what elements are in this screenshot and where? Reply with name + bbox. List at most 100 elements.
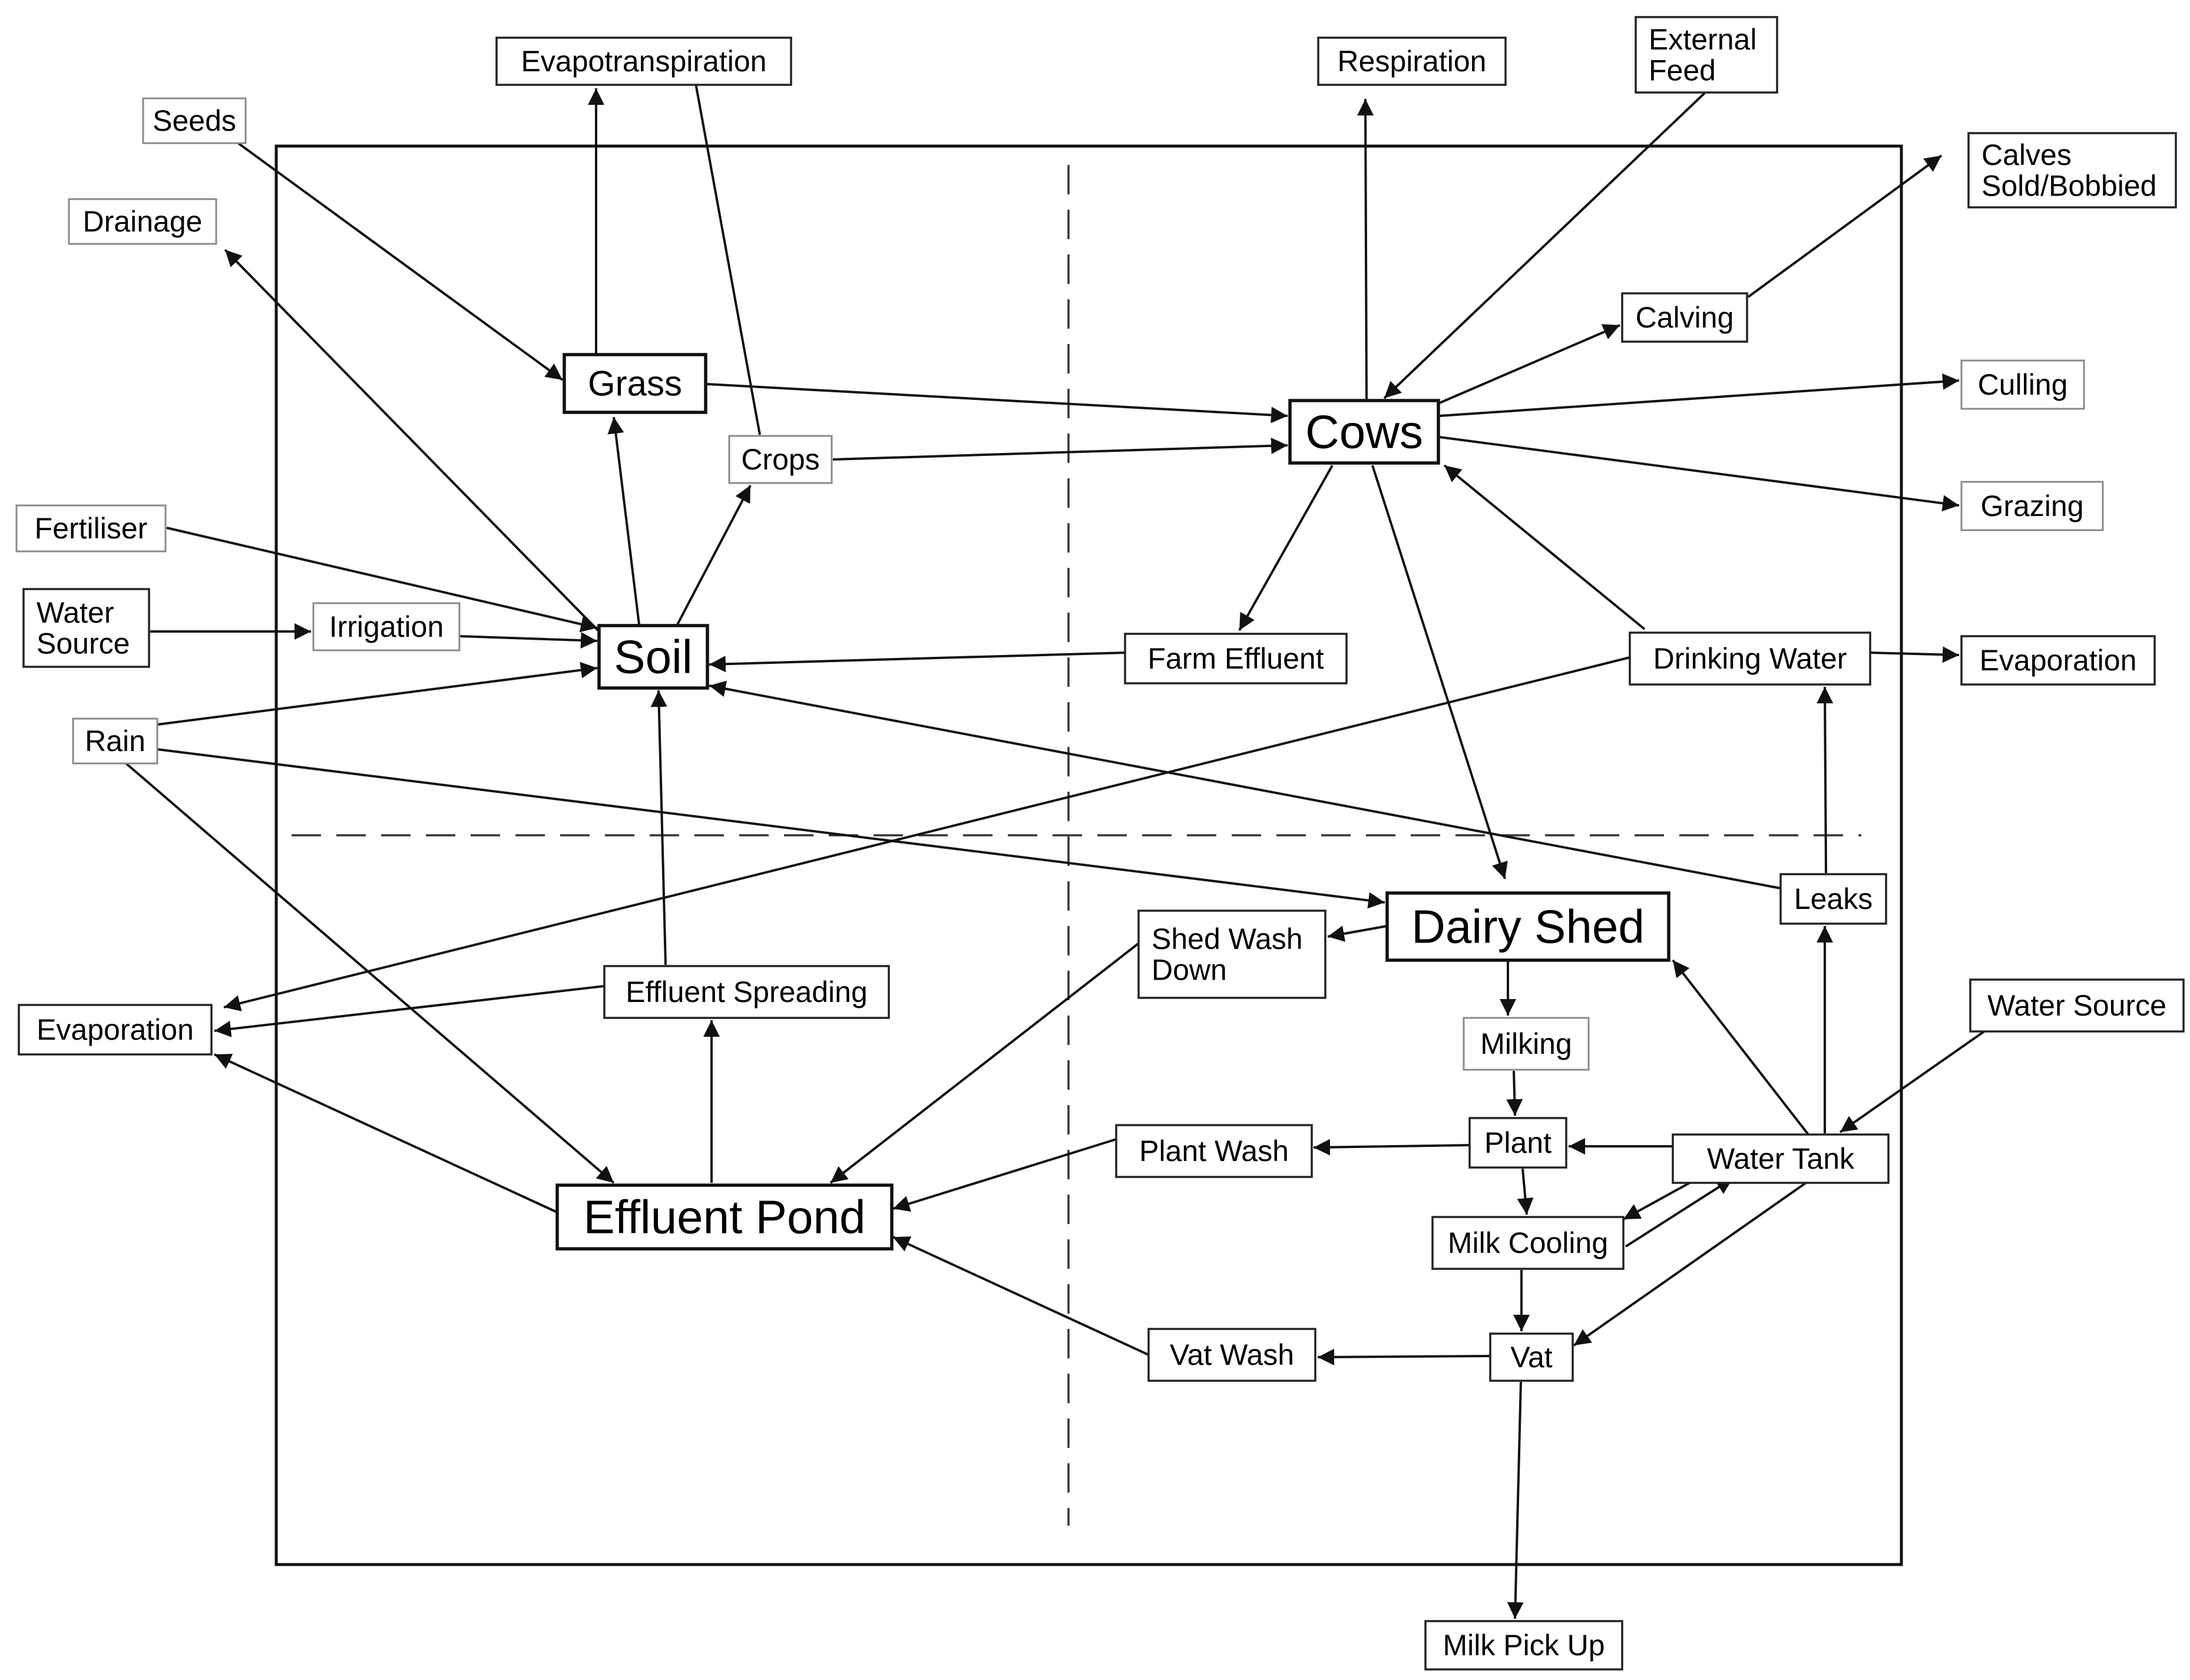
node-label: Milking [1480,1027,1572,1060]
node-farm-effluent: Farm Effluent [1124,633,1348,684]
node-soil: Soil [597,624,709,690]
node-label: Water Source [1987,989,2166,1022]
node-box [1621,292,1748,343]
node-box [597,624,709,690]
arrow-milking-to-plant [1506,1070,1523,1116]
arrow-effluent-spreading-to-soil [650,690,667,965]
node-evaporation-right: Evaporation [1960,635,2156,686]
node-vat-wash: Vat Wash [1147,1328,1316,1382]
node-seeds: Seeds [142,97,247,144]
node-label: Rain [85,725,145,758]
node-fertiliser: Fertiliser [15,504,167,553]
node-box [603,965,890,1019]
node-box [1463,1017,1590,1071]
arrow-vat-to-vat-wash [1317,1348,1491,1365]
node-label: Grazing [1980,490,2083,522]
node-box [72,717,158,765]
node-box [1967,132,2177,209]
arrow-rain-to-dairy-shed [157,748,1385,909]
node-box [1124,633,1348,684]
node-cows: Cows [1288,399,1440,465]
node-box [1635,16,1778,94]
arrow-leaks-to-soil [709,680,1781,889]
arrow-drinking-water-to-evaporation-right [1870,646,1960,663]
node-box [1317,37,1507,86]
node-box [1672,1133,1890,1184]
node-label: Dairy Shed [1411,901,1645,953]
arrow-vat-to-milk-pick-up [1507,1381,1524,1619]
node-milking: Milking [1463,1017,1590,1071]
arrow-fertiliser-to-soil [166,527,598,633]
node-box [1147,1328,1316,1382]
node-label: Source [37,627,130,660]
node-box [495,37,792,86]
node-drainage: Drainage [68,198,217,245]
arrow-dairy-shed-to-shed-wash-down [1327,925,1388,942]
arrow-soil-to-drainage [224,249,600,633]
node-box [1115,1124,1313,1178]
node-box [15,504,167,553]
node-box [1288,399,1440,465]
node-label: Fertiliser [35,512,148,545]
node-evapotranspiration: Evapotranspiration [495,37,792,86]
arrow-water-tank-to-vat [1573,1182,1807,1347]
node-label: Feed [1649,54,1716,87]
node-label: External [1649,23,1756,56]
node-effluent-spreading: Effluent Spreading [603,965,890,1019]
node-water-tank: Water Tank [1672,1133,1890,1184]
node-label: Evaporation [1980,644,2137,677]
node-culling: Culling [1960,359,2085,410]
node-dairy-shed: Dairy Shed [1385,891,1670,962]
arrow-irrigation-to-soil [459,632,598,649]
node-label: Soil [614,631,692,683]
arrow-drinking-water-to-evaporation-left [223,656,1630,1011]
node-box [1960,359,2085,410]
node-box [555,1183,894,1251]
node-label: Cows [1305,406,1423,458]
node-drinking-water: Drinking Water [1629,631,1871,686]
node-box [1424,1620,1623,1671]
node-label: Calves [1981,138,2072,171]
arrow-leaks-to-drinking-water [1817,686,1834,874]
flow-arrows [125,67,1986,1619]
node-box [1431,1216,1625,1270]
node-label: Down [1152,953,1227,986]
node-label: Leaks [1794,882,1873,915]
arrow-vat-wash-to-effluent-pond [892,1236,1149,1356]
node-water-source-right: Water Source [1969,978,2185,1033]
node-label: Seeds [153,104,236,137]
node-grazing: Grazing [1960,481,2104,531]
arrow-cows-to-dairy-shed [1371,465,1508,879]
node-box [1385,891,1670,962]
node-label: Sold/Bobbied [1981,169,2156,202]
arrow-crops-to-evapotranspiration [687,67,761,435]
node-label: Vat [1510,1341,1552,1374]
node-label: Grass [588,364,682,404]
node-leaks: Leaks [1779,873,1887,925]
arrow-farm-effluent-to-soil [709,652,1126,673]
arrow-effluent-spreading-to-evaporation-left [214,985,605,1037]
node-box [1489,1332,1574,1382]
node-label: Milk Pick Up [1443,1629,1605,1662]
arrow-cows-to-grazing [1439,436,1960,512]
node-vat: Vat [1489,1332,1574,1382]
node-label: Water [37,596,114,629]
node-milk-pick-up: Milk Pick Up [1424,1620,1623,1671]
arrow-cows-to-farm-effluent [1238,465,1334,631]
arrow-soil-to-grass [607,416,640,625]
arrow-grass-to-cows [706,383,1288,424]
node-effluent-pond: Effluent Pond [555,1183,894,1251]
node-box [1960,635,2156,686]
node-label: Plant [1484,1126,1551,1159]
node-label: Irrigation [329,610,444,643]
node-label: Evaporation [37,1013,194,1046]
node-rain: Rain [72,717,158,765]
node-label: Vat Wash [1170,1338,1294,1371]
arrow-cows-to-calving [1439,324,1620,404]
node-label: Plant Wash [1139,1135,1289,1168]
